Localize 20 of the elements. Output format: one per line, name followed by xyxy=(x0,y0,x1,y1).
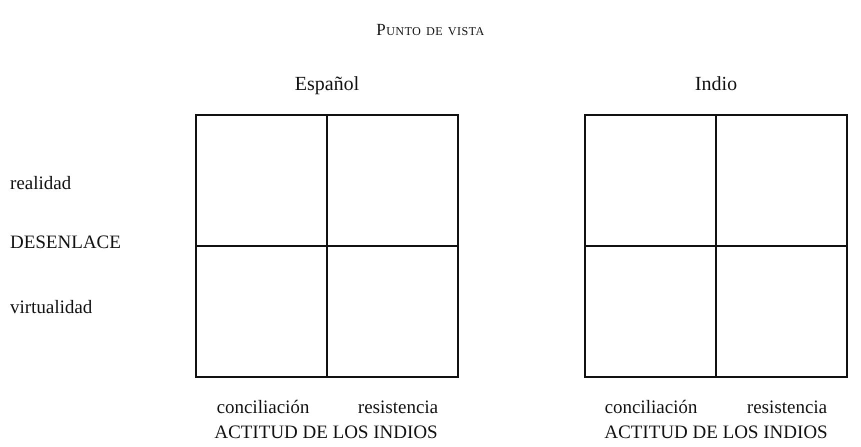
axis-label: realidad xyxy=(10,174,72,193)
column-heading: Español xyxy=(294,73,360,96)
grid-cell xyxy=(327,115,458,246)
axis-label: conciliación xyxy=(604,398,698,417)
diagram-title: Punto de vista xyxy=(375,20,486,40)
grid-cell xyxy=(327,246,458,377)
column-heading: Indio xyxy=(694,73,738,96)
axis-label: DESENLACE xyxy=(10,233,121,252)
grid-cell xyxy=(196,246,327,377)
axis-label: conciliación xyxy=(216,398,310,417)
axis-label: resistencia xyxy=(746,398,828,417)
grid-cell xyxy=(716,115,847,246)
axis-label: resistencia xyxy=(358,398,438,417)
axis-label: virtualidad xyxy=(10,298,92,317)
axis-label: ACTITUD DE LOS INDIOS xyxy=(604,423,828,442)
grid-cell xyxy=(716,246,847,377)
grid-cell xyxy=(196,115,327,246)
grid-cell xyxy=(585,115,716,246)
grid-cell xyxy=(585,246,716,377)
axis-label: ACTITUD DE LOS INDIOS xyxy=(214,423,438,442)
